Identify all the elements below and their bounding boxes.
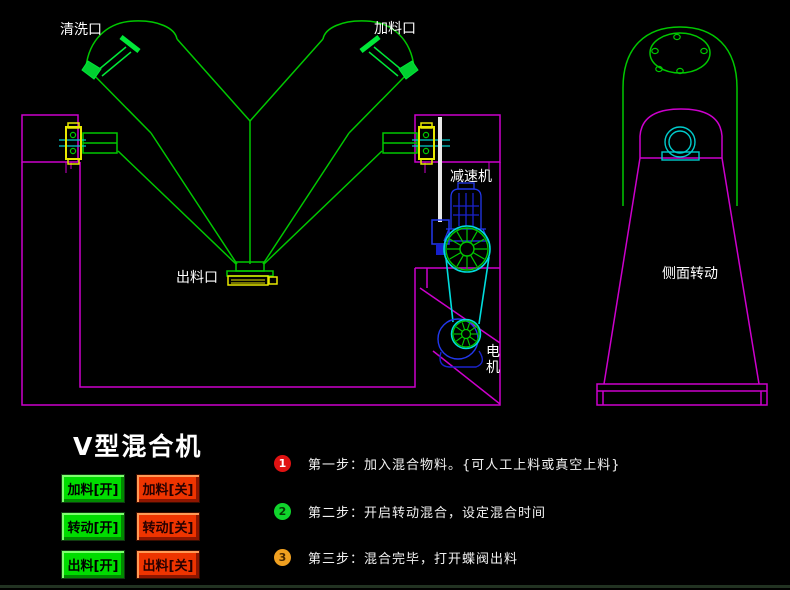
motor-pulley [437, 318, 484, 368]
reducer-label: 减速机 [450, 169, 492, 185]
page-title: V型混合机 [73, 432, 203, 461]
flange-bolt-holes [651, 33, 708, 75]
step-2-badge: 2 [274, 502, 291, 520]
rotate-on-button[interactable]: 转动[开] [61, 512, 125, 541]
side-base [596, 383, 768, 406]
bottom-divider [0, 585, 790, 588]
reducer-drawing [443, 182, 489, 242]
side-bearing [661, 126, 700, 161]
discharge-off-button[interactable]: 出料[关] [136, 550, 200, 579]
side-pedestal [603, 108, 760, 385]
v-mixer-drawing [82, 20, 418, 265]
motor-label-line2: 机 [486, 360, 500, 376]
drive-belt [445, 256, 490, 325]
discharge-on-button[interactable]: 出料[开] [61, 550, 125, 579]
right-bearing [412, 122, 450, 165]
feed-port-valve [359, 35, 419, 80]
step-2-text: 第二步：开启转动混合，设定混合时间 [308, 505, 547, 521]
step-1-row: 1 第一步：加入混合物料。{可人工上料或真空上料} [274, 453, 621, 473]
drive-shaft [431, 117, 450, 255]
side-view-drawing [596, 26, 768, 406]
wash-port-valve [81, 35, 141, 80]
step-1-badge: 1 [274, 454, 291, 472]
discharge-valve [226, 261, 278, 286]
step-3-text: 第三步：混合完毕，打开蝶阀出料 [308, 551, 519, 567]
feed-port-label: 加料口 [374, 21, 416, 37]
left-bearing [59, 122, 86, 165]
step-3-row: 3 第三步：混合完毕，打开蝶阀出料 [274, 547, 518, 567]
rotate-off-button[interactable]: 转动[关] [136, 512, 200, 541]
step-3-badge: 3 [274, 548, 291, 566]
feed-on-button[interactable]: 加料[开] [61, 474, 125, 503]
discharge-port-label: 出料口 [176, 270, 218, 286]
wash-port-label: 清洗口 [60, 22, 102, 38]
feed-off-button[interactable]: 加料[关] [136, 474, 200, 503]
step-1-text: 第一步：加入混合物料。{可人工上料或真空上料} [308, 457, 621, 473]
machine-diagram: 清洗口 加料口 减速机 出料口 电 机 侧面转动 [21, 20, 768, 406]
step-2-row: 2 第二步：开启转动混合，设定混合时间 [274, 501, 546, 521]
side-rotation-label: 侧面转动 [662, 266, 718, 282]
large-pulley [443, 225, 491, 273]
motor-label-line1: 电 [486, 344, 500, 360]
